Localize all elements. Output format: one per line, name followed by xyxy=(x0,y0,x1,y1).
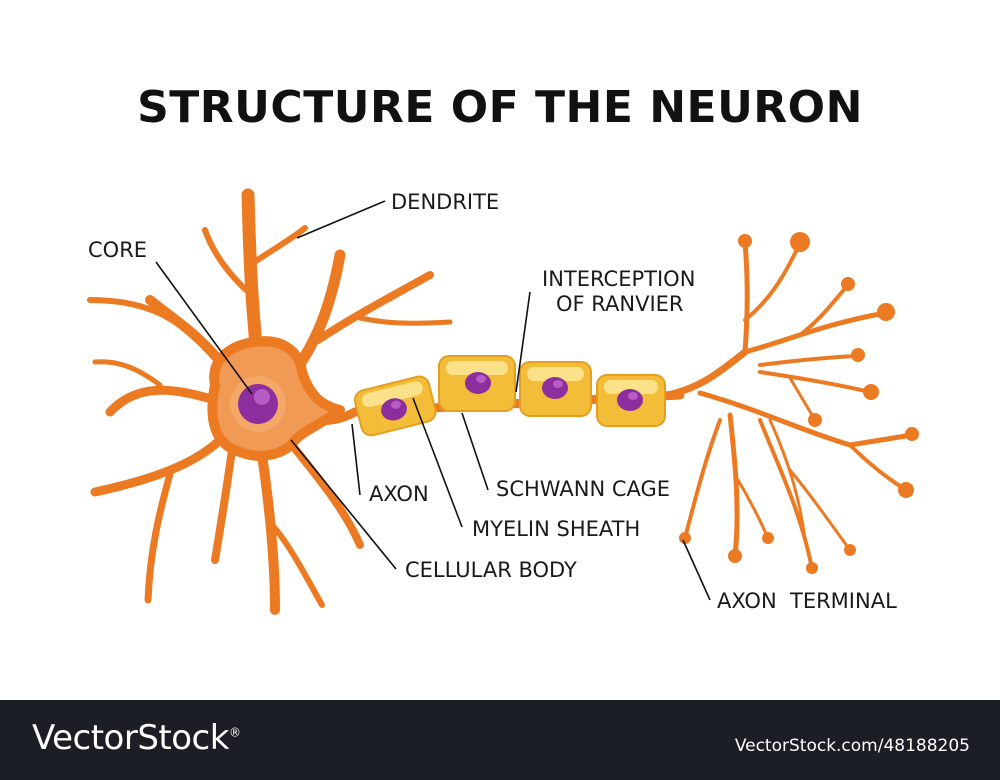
brand-name: VectorStock xyxy=(32,718,229,758)
core-leader xyxy=(155,261,253,395)
label-axon-terminal: AXON TERMINAL xyxy=(717,589,897,613)
schwann-leader xyxy=(461,412,489,491)
footer-bar: VectorStock® VectorStock.com/48188205 xyxy=(0,700,1000,780)
diagram-title: STRUCTURE OF THE NEURON xyxy=(137,82,863,133)
nucleolus xyxy=(254,389,270,405)
label-core: CORE xyxy=(88,238,147,262)
label-cellular-body: CELLULAR BODY xyxy=(405,558,577,582)
brand-logo[interactable]: VectorStock® xyxy=(32,718,241,758)
label-dendrite: DENDRITE xyxy=(391,190,499,214)
label-interception-line2: OF RANVIER xyxy=(556,292,684,316)
core-nucleus xyxy=(238,384,278,424)
axon-leader xyxy=(351,423,361,496)
label-schwann-cage: SCHWANN CAGE xyxy=(496,477,670,501)
registered-mark: ® xyxy=(228,725,241,740)
label-axon: AXON xyxy=(369,482,429,506)
axon-terminal-branches xyxy=(664,239,915,570)
axon-terminal-knobs xyxy=(679,232,919,574)
dendrites xyxy=(87,188,453,615)
cellular-body-leader xyxy=(290,439,397,570)
interception-leader xyxy=(515,291,531,393)
axon-terminal-leader xyxy=(682,539,711,601)
image-id-link[interactable]: VectorStock.com/48188205 xyxy=(734,736,970,756)
dendrite-leader xyxy=(296,200,386,239)
label-myelin-sheath: MYELIN SHEATH xyxy=(472,517,640,541)
leader-lines xyxy=(155,200,711,601)
myelin-segments xyxy=(353,355,666,437)
label-interception-line1: INTERCEPTION xyxy=(542,267,695,291)
myelin-leader xyxy=(412,397,463,528)
neuron-diagram: DENDRITE CORE INTERCEPTION OF RANVIER AX… xyxy=(87,188,919,615)
